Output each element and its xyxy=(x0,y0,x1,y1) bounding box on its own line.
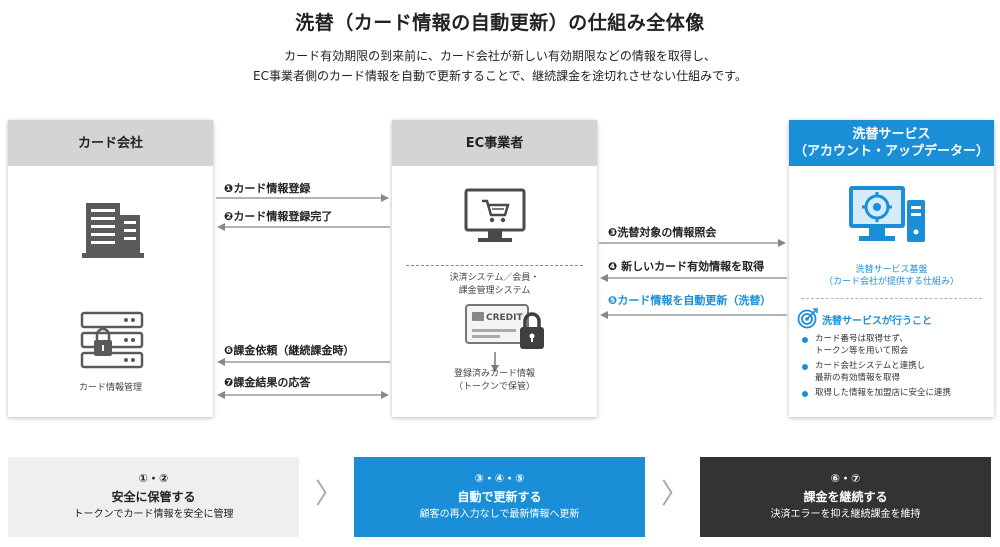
list-item: カード会社システムと連携し 最新の有効情報を取得 xyxy=(801,361,991,384)
summary-steps: ①・② xyxy=(138,472,169,485)
summary-title: 自動で更新する xyxy=(457,490,542,504)
page-title: 洗替（カード情報の自動更新）の仕組み全体像 xyxy=(295,12,705,34)
arrow-left-4 xyxy=(600,274,787,282)
service-does-title: 洗替サービスが行うこと xyxy=(822,316,932,327)
service-platform-icon xyxy=(849,186,925,242)
ec-header: EC事業者 xyxy=(392,120,597,166)
building-icon xyxy=(82,203,144,258)
arrow-right-3 xyxy=(599,239,786,247)
arrow-right-1 xyxy=(216,194,389,202)
subtitle-line: EC事業者側のカード情報を自動で更新することで、継続課金を途切れさせない仕組みで… xyxy=(253,69,747,83)
service-panel: 洗替サービス （アカウント・アップデーター） 洗替サービス基盤 （カード会社が提… xyxy=(789,120,994,417)
arrow-left-5 xyxy=(600,311,787,319)
summary-desc: 決済エラーを抑え継続課金を維持 xyxy=(770,509,921,520)
summary-desc: 顧客の再入力なしで最新情報へ更新 xyxy=(419,509,580,520)
summary-box-continue: ⑥・⑦ 課金を継続する 決済エラーを抑え継続課金を維持 xyxy=(700,457,991,537)
chevron-right-icon: 〉 xyxy=(315,477,344,510)
card-company-panel: カード会社 カード情報管理 xyxy=(8,120,213,417)
server-lock-icon xyxy=(80,311,144,369)
divider xyxy=(406,265,583,266)
divider xyxy=(801,298,982,299)
arrow-1-label: ❶カード情報登録 xyxy=(224,182,311,195)
service-header: 洗替サービス （アカウント・アップデーター） xyxy=(789,120,994,166)
ec-panel: EC事業者 決済システム／会員・ 課金管理システム CREDIT 登録済みカード… xyxy=(392,120,597,417)
summary-title: 課金を継続する xyxy=(803,490,888,504)
chevron-right-icon: 〉 xyxy=(661,477,690,510)
stored-card-label: 登録済みカード情報 （トークンで保管） xyxy=(453,369,535,392)
list-item: 取得した情報を加盟店に安全に連携 xyxy=(801,388,991,400)
credit-card-lock-icon: CREDIT xyxy=(465,304,544,349)
service-bullet-list: カード番号は取得せず、 トークン等を用いて照会 カード会社システムと連携し 最新… xyxy=(801,334,991,404)
card-company-header: カード会社 xyxy=(8,120,213,166)
service-base-label: 洗替サービス基盤 （カード会社が提供する仕組み） xyxy=(823,265,959,287)
arrow-2-label: ❷カード情報登録完了 xyxy=(224,210,333,223)
down-arrow-icon xyxy=(491,352,499,372)
summary-box-update: ③・④・⑤ 自動で更新する 顧客の再入力なしで最新情報へ更新 xyxy=(354,457,645,537)
list-item: カード番号は取得せず、 トークン等を用いて照会 xyxy=(801,334,991,357)
page-subtitle: カード有効期限の到来前に、カード会社が新しい有効期限などの情報を取得し、 EC事… xyxy=(0,46,1000,86)
credit-card-text: CREDIT xyxy=(486,313,524,323)
card-mgmt-label: カード情報管理 xyxy=(78,383,142,393)
summary-box-store: ①・② 安全に保管する トークンでカード情報を安全に管理 xyxy=(8,457,299,537)
subtitle-line: カード有効期限の到来前に、カード会社が新しい有効期限などの情報を取得し、 xyxy=(284,49,716,63)
arrow-left-6 xyxy=(217,358,390,366)
summary-title: 安全に保管する xyxy=(111,490,196,504)
target-icon xyxy=(797,308,818,329)
arrow-4-label: ❹ 新しいカード有効情報を取得 xyxy=(608,260,765,273)
arrow-3-label: ❸洗替対象の情報照会 xyxy=(608,226,717,239)
summary-steps: ③・④・⑤ xyxy=(474,472,525,485)
arrow-both-7 xyxy=(217,391,389,399)
summary-steps: ⑥・⑦ xyxy=(830,472,861,485)
summary-desc: トークンでカード情報を安全に管理 xyxy=(73,509,234,520)
monitor-cart-icon xyxy=(464,188,526,242)
arrow-7-label: ❼課金結果の応答 xyxy=(224,376,311,389)
arrow-6-label: ❻課金依頼（継続課金時） xyxy=(224,344,355,357)
arrow-left-2 xyxy=(217,223,390,231)
system-label: 決済システム／会員・ 課金管理システム xyxy=(449,273,540,296)
arrow-5-label: ❺カード情報を自動更新（洗替） xyxy=(608,294,772,307)
